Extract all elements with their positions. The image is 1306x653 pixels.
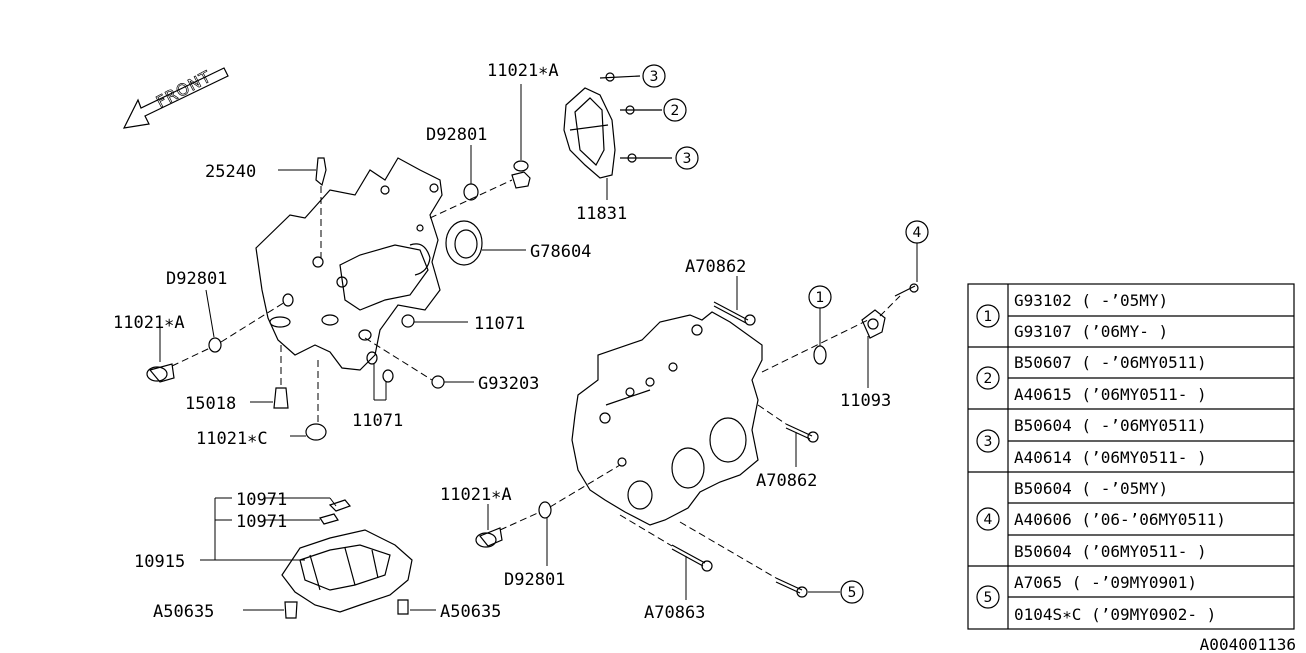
- label-G78604: G78604: [530, 242, 591, 262]
- oil-seal: [445, 220, 483, 266]
- legend-row: A7065 ( -’09MY0901): [1014, 573, 1197, 592]
- bolt-4: [894, 283, 919, 297]
- callout-5: [840, 580, 864, 604]
- label-11071-bottom: 11071: [352, 411, 403, 431]
- legend-ref-3: 3: [984, 434, 993, 450]
- seal-11071-a: [366, 351, 378, 365]
- legend-row: A40615 (’06MY0511- ): [1014, 385, 1207, 404]
- plug-top: [511, 160, 531, 189]
- tray-10915: [281, 499, 413, 613]
- callout-3b: [675, 146, 699, 170]
- label-11021A-left: 11021∗A: [113, 313, 185, 333]
- bolt-A50635-right: [397, 599, 409, 615]
- plug-lower: [475, 527, 503, 548]
- bolt-3b: [620, 153, 672, 163]
- timing-cover-right: [571, 311, 763, 526]
- callout-3b-number: 3: [683, 151, 692, 167]
- label-D92801-top: D92801: [426, 125, 487, 145]
- callout-2-number: 2: [671, 103, 680, 119]
- bolt-A50635-left: [284, 601, 298, 619]
- callout-1: [808, 285, 832, 309]
- callout-3a-number: 3: [650, 69, 659, 85]
- label-11021A-top: 11021∗A: [487, 61, 559, 81]
- label-15018: 15018: [185, 394, 236, 414]
- seal-G93203: [431, 375, 445, 389]
- label-A70862-top: A70862: [685, 257, 746, 277]
- label-25240: 25240: [205, 162, 256, 182]
- sensor-25240: [315, 157, 327, 187]
- callout-1-number: 1: [816, 290, 825, 306]
- plug-11021C: [305, 423, 327, 441]
- legend-row: B50604 ( -’05MY): [1014, 479, 1168, 498]
- callout-2: [663, 98, 687, 122]
- stud-15018: [273, 387, 289, 409]
- bolt-A70862-top: [713, 301, 756, 326]
- legend-ref-4: 4: [984, 512, 993, 528]
- legend-ref-2: 2: [984, 371, 993, 387]
- label-11071-right: 11071: [474, 314, 525, 334]
- legend-ref-5-circle: [976, 585, 1000, 609]
- washer-left: [208, 337, 222, 353]
- callout-4-number: 4: [913, 225, 922, 241]
- callout-4: [905, 220, 929, 244]
- front-label: FRONT: [153, 67, 215, 112]
- label-10971-b: 10971: [236, 512, 287, 532]
- bolt-A70863: [671, 544, 713, 572]
- gasket-11093: [861, 309, 886, 339]
- legend-row: B50607 ( -’06MY0511): [1014, 353, 1207, 372]
- callout-5-number: 5: [848, 585, 857, 601]
- timing-cover-left: [255, 157, 443, 371]
- diagram-id: A004001136: [1200, 635, 1296, 653]
- legend-row: B50604 ( -’06MY0511): [1014, 416, 1207, 435]
- label-11021C: 11021∗C: [196, 429, 268, 449]
- bolt-3a: [599, 72, 641, 82]
- label-D92801-lower: D92801: [504, 570, 565, 590]
- legend-row: A40614 (’06MY0511- ): [1014, 448, 1207, 467]
- legend-row: G93107 (’06MY- ): [1014, 322, 1168, 341]
- legend-row: B50604 (’06MY0511- ): [1014, 542, 1207, 561]
- bolt-5: [775, 577, 808, 598]
- legend-ref-4-circle: [976, 507, 1000, 531]
- legend-ref-5: 5: [984, 590, 993, 606]
- bolt-2: [620, 105, 662, 115]
- legend-ref-3-circle: [976, 429, 1000, 453]
- label-10971-a: 10971: [236, 490, 287, 510]
- legend-row: 0104S∗C (’09MY0902- ): [1014, 605, 1216, 624]
- washer-lower: [538, 501, 552, 519]
- label-11831: 11831: [576, 204, 627, 224]
- front-arrow: FRONT: [122, 66, 229, 129]
- oring-1: [813, 345, 827, 365]
- legend-row: G93102 ( -’05MY): [1014, 291, 1168, 310]
- legend-ref-1: 1: [984, 309, 993, 325]
- legend-ref-1-circle: [976, 304, 1000, 328]
- label-11093: 11093: [840, 391, 891, 411]
- label-A50635-right: A50635: [440, 602, 501, 622]
- cover-11831: [563, 87, 616, 179]
- bolt-A70862-mid: [785, 423, 819, 443]
- label-G93203: G93203: [478, 374, 539, 394]
- callout-3a: [642, 64, 666, 88]
- plug-left: [146, 363, 175, 383]
- label-D92801-left: D92801: [166, 269, 227, 289]
- label-A70862-mid: A70862: [756, 471, 817, 491]
- label-A70863: A70863: [644, 603, 705, 623]
- legend-table: 1 2 3 4 5 G93102 ( -’05MY) G93107 (’06MY…: [967, 283, 1295, 630]
- washer-top: [463, 183, 479, 201]
- legend-row: A40606 (’06-’06MY0511): [1014, 510, 1226, 529]
- label-A50635-left: A50635: [153, 602, 214, 622]
- legend-ref-2-circle: [976, 366, 1000, 390]
- seal-11071-right: [401, 314, 415, 328]
- seal-11071-b: [382, 369, 394, 383]
- label-10915: 10915: [134, 552, 185, 572]
- label-11021A-lower: 11021∗A: [440, 485, 512, 505]
